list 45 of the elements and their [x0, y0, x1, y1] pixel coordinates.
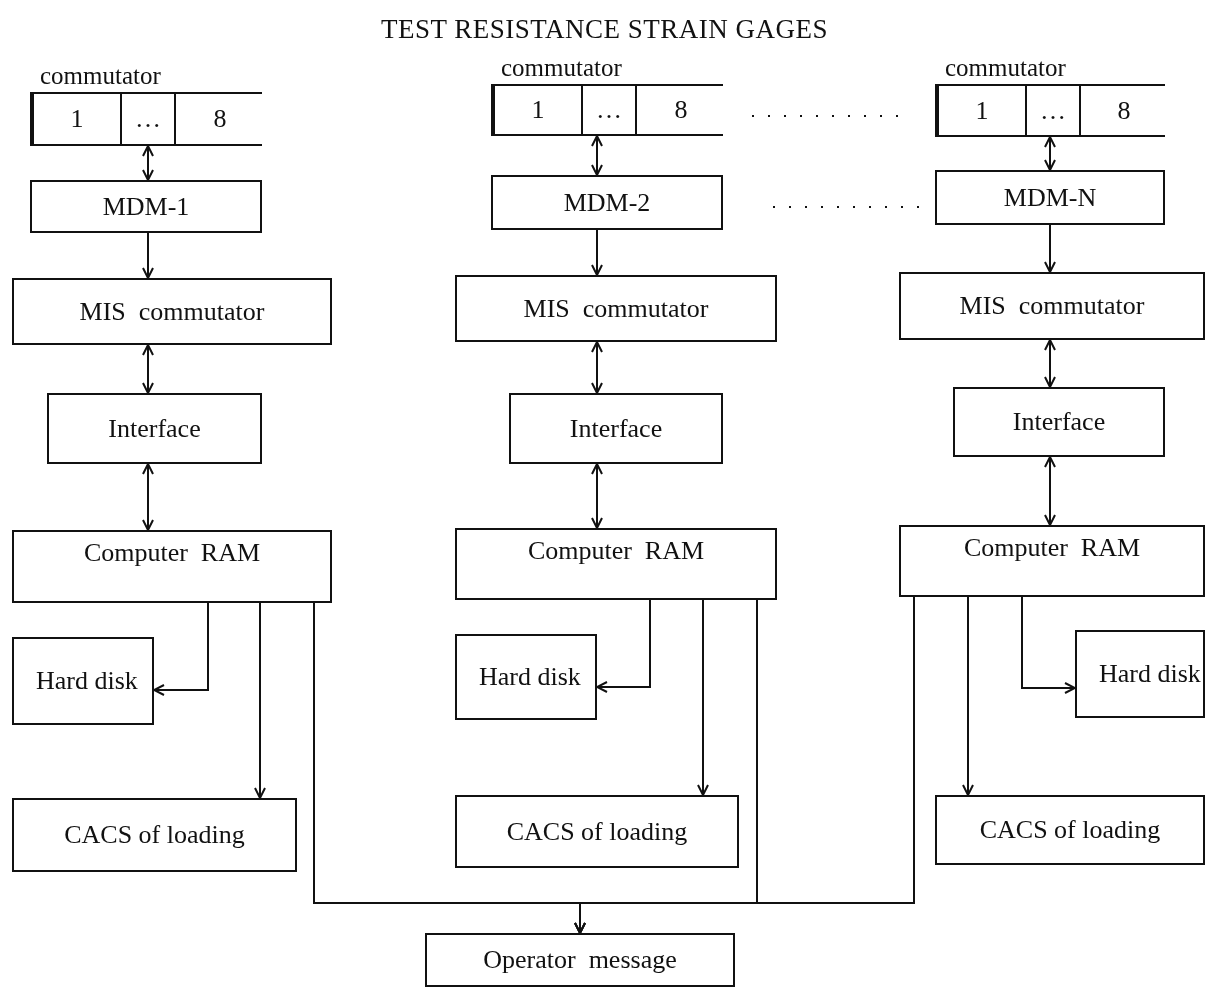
- process-box: Computer RAM: [899, 525, 1205, 597]
- arrow: [1044, 224, 1056, 273]
- process-box: CACS of loading: [935, 795, 1205, 865]
- process-box: Interface: [47, 393, 262, 464]
- process-box: CACS of loading: [455, 795, 739, 868]
- process-box: Operator message: [425, 933, 735, 987]
- storage-box: Hard disk: [12, 637, 154, 725]
- commutator-heading: commutator: [501, 54, 622, 82]
- process-box: Interface: [953, 387, 1165, 457]
- process-box: MDM-2: [491, 175, 723, 230]
- process-box: Interface: [509, 393, 723, 464]
- arrow: [254, 602, 266, 799]
- process-box: MDM-N: [935, 170, 1165, 225]
- process-box: Computer RAM: [455, 528, 777, 600]
- arrow: [1044, 456, 1056, 526]
- process-box: Computer RAM: [12, 530, 332, 603]
- arrow: [591, 229, 603, 276]
- arrow: [142, 344, 154, 394]
- arrow: [1044, 136, 1056, 171]
- channel-cell: 8: [174, 94, 264, 144]
- process-box: MIS commutator: [455, 275, 777, 342]
- storage-box: Hard disk: [1075, 630, 1205, 718]
- arrow: [697, 599, 709, 796]
- channel-cell: 8: [1079, 86, 1167, 135]
- arrow: [142, 232, 154, 279]
- process-box: MDM-1: [30, 180, 262, 233]
- arrow: [1044, 339, 1056, 388]
- arrow: [1021, 596, 1076, 694]
- arrow: [142, 463, 154, 531]
- commutator-heading: commutator: [945, 54, 1066, 82]
- channel-cell: 8: [635, 86, 725, 134]
- arrow: [962, 596, 974, 796]
- arrow: [591, 463, 603, 529]
- arrow: [591, 341, 603, 394]
- process-box: CACS of loading: [12, 798, 297, 872]
- storage-box: Hard disk: [455, 634, 597, 720]
- process-box: MIS commutator: [12, 278, 332, 345]
- arrow: [153, 602, 209, 696]
- process-box: MIS commutator: [899, 272, 1205, 340]
- arrow: [142, 145, 154, 181]
- diagram-title: TEST RESISTANCE STRAIN GAGES: [379, 14, 830, 45]
- arrow: [591, 135, 603, 176]
- arrow: [596, 599, 651, 693]
- arrow: [574, 596, 915, 934]
- commutator-heading: commutator: [40, 62, 161, 90]
